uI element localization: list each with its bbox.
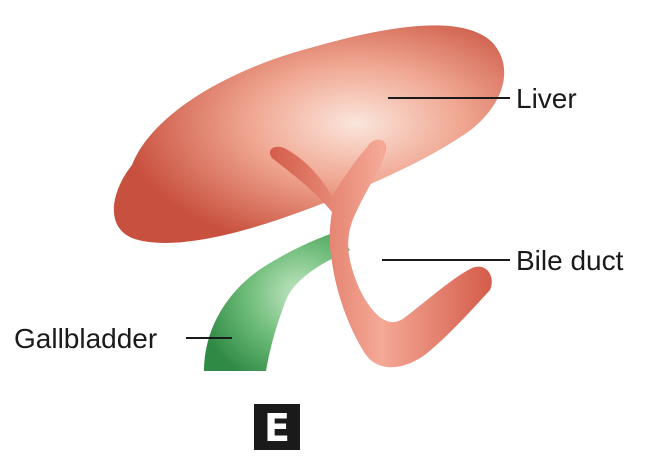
- panel-letter: E: [264, 406, 290, 450]
- bile-duct-label: Bile duct: [516, 245, 624, 276]
- liver-shape: [114, 25, 504, 243]
- liver-label: Liver: [516, 83, 577, 114]
- gallbladder-label: Gallbladder: [14, 323, 157, 354]
- gallbladder-shape: [204, 232, 350, 371]
